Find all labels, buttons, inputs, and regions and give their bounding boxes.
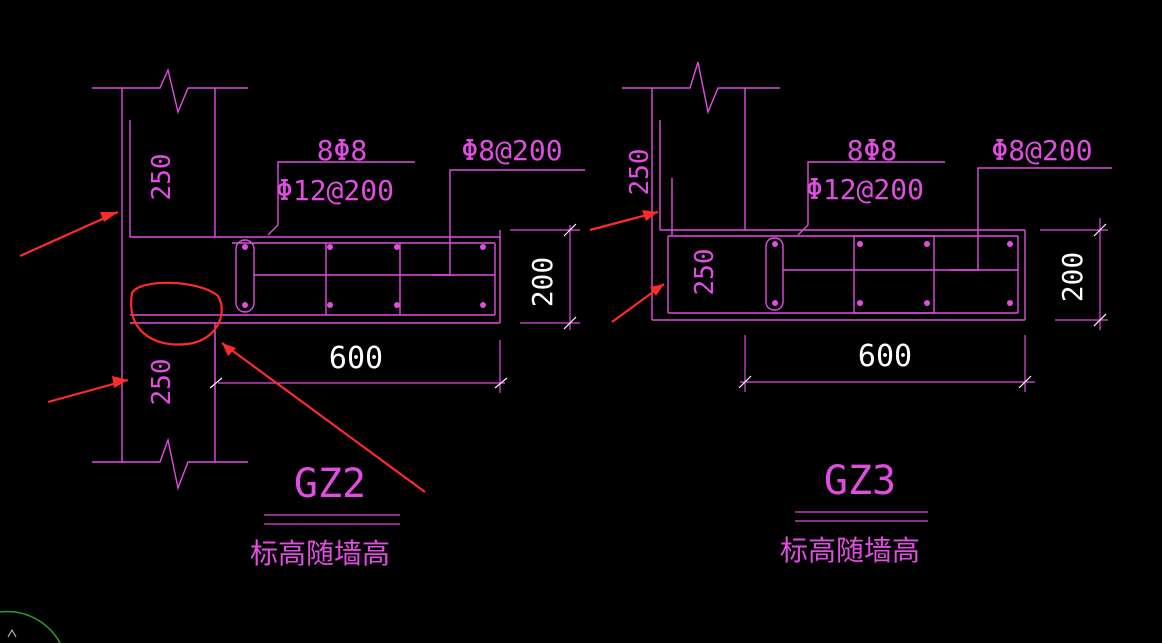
tick bbox=[563, 223, 577, 237]
arrow-head bbox=[650, 284, 664, 296]
highlight-circle bbox=[129, 281, 223, 346]
rebar-dot bbox=[394, 302, 400, 308]
wall-break-top bbox=[92, 67, 248, 115]
tick bbox=[209, 377, 223, 389]
rebar-dots-gz3 bbox=[772, 241, 1013, 306]
rebar-dot bbox=[924, 241, 930, 247]
tie-leader bbox=[950, 167, 1112, 271]
stirrup-label: 8Φ8 bbox=[847, 134, 898, 167]
dim-lower-250: 250 bbox=[690, 249, 720, 296]
arrow-diagonal bbox=[221, 342, 426, 493]
rebar-dot bbox=[327, 244, 333, 250]
detail-title: GZ2 bbox=[294, 461, 366, 507]
dim-upper-250: 250 bbox=[625, 149, 655, 196]
tick bbox=[563, 316, 577, 330]
dim-ticks-gz2 bbox=[209, 223, 577, 389]
rebar-dot bbox=[327, 302, 333, 308]
rebar-dot bbox=[1007, 300, 1013, 306]
rebar-dot bbox=[772, 300, 778, 306]
dim-200: 200 bbox=[526, 257, 559, 308]
tie-label: Φ8@200 bbox=[991, 134, 1092, 167]
arrow-head bbox=[112, 376, 128, 388]
tie-label: Φ8@200 bbox=[461, 134, 562, 167]
rebar-dot bbox=[857, 241, 863, 247]
stirrup-loop bbox=[765, 237, 784, 311]
stirrup-leader bbox=[267, 161, 415, 236]
detail-note: 标高随墙高 bbox=[250, 537, 390, 570]
dim-600: 600 bbox=[858, 339, 912, 374]
rebar-dot bbox=[857, 300, 863, 306]
arrow-head bbox=[100, 212, 118, 222]
detail-title: GZ3 bbox=[824, 458, 896, 504]
rebar-dot bbox=[242, 244, 248, 250]
stirrup-loop bbox=[235, 239, 255, 313]
rebar-dot bbox=[480, 302, 486, 308]
labels-gz3: 250 250 8Φ8 Φ12@200 Φ8@200 200 600 GZ3 标… bbox=[625, 134, 1093, 567]
arrow-heads bbox=[100, 210, 664, 388]
arrow-head bbox=[222, 343, 236, 356]
inner-stirrup-box bbox=[853, 235, 935, 314]
rebar-dot bbox=[394, 244, 400, 250]
tick bbox=[1093, 313, 1107, 327]
arrow-left-top bbox=[19, 210, 119, 258]
rebar-dot bbox=[924, 300, 930, 306]
rebar-dot bbox=[242, 302, 248, 308]
rebar-dots-gz2 bbox=[242, 244, 486, 308]
stirrup-leader bbox=[797, 161, 945, 236]
wall-break-top bbox=[622, 61, 780, 115]
dimensions-gz2 bbox=[214, 225, 580, 525]
arrow-head bbox=[642, 210, 658, 221]
detail-gz3 bbox=[622, 61, 1112, 321]
tick bbox=[1093, 223, 1107, 237]
tick bbox=[1018, 375, 1032, 389]
rebar-dot bbox=[772, 241, 778, 247]
corner-arc bbox=[0, 610, 61, 643]
labels-gz2: 250 250 8Φ8 Φ12@200 Φ8@200 200 600 GZ2 标… bbox=[147, 134, 563, 570]
ucs-icon bbox=[7, 628, 17, 638]
main-rebar-label: Φ12@200 bbox=[276, 174, 394, 207]
dim-600: 600 bbox=[329, 341, 383, 376]
rebar-dot bbox=[1007, 241, 1013, 247]
tick bbox=[738, 375, 752, 389]
wall-break-bottom bbox=[92, 437, 248, 491]
dim-lower-250: 250 bbox=[147, 359, 177, 406]
dim-upper-250: 250 bbox=[147, 154, 177, 201]
rebar-dot bbox=[480, 244, 486, 250]
tie-leader bbox=[432, 169, 585, 276]
dimensions-gz3 bbox=[740, 218, 1108, 522]
dim-200: 200 bbox=[1056, 252, 1089, 303]
main-rebar-label: Φ12@200 bbox=[806, 173, 924, 206]
tick bbox=[494, 377, 508, 389]
detail-gz2 bbox=[92, 67, 585, 491]
stirrup-label: 8Φ8 bbox=[317, 134, 368, 167]
detail-note: 标高随墙高 bbox=[780, 534, 920, 567]
dim-ticks-gz3 bbox=[738, 223, 1107, 389]
